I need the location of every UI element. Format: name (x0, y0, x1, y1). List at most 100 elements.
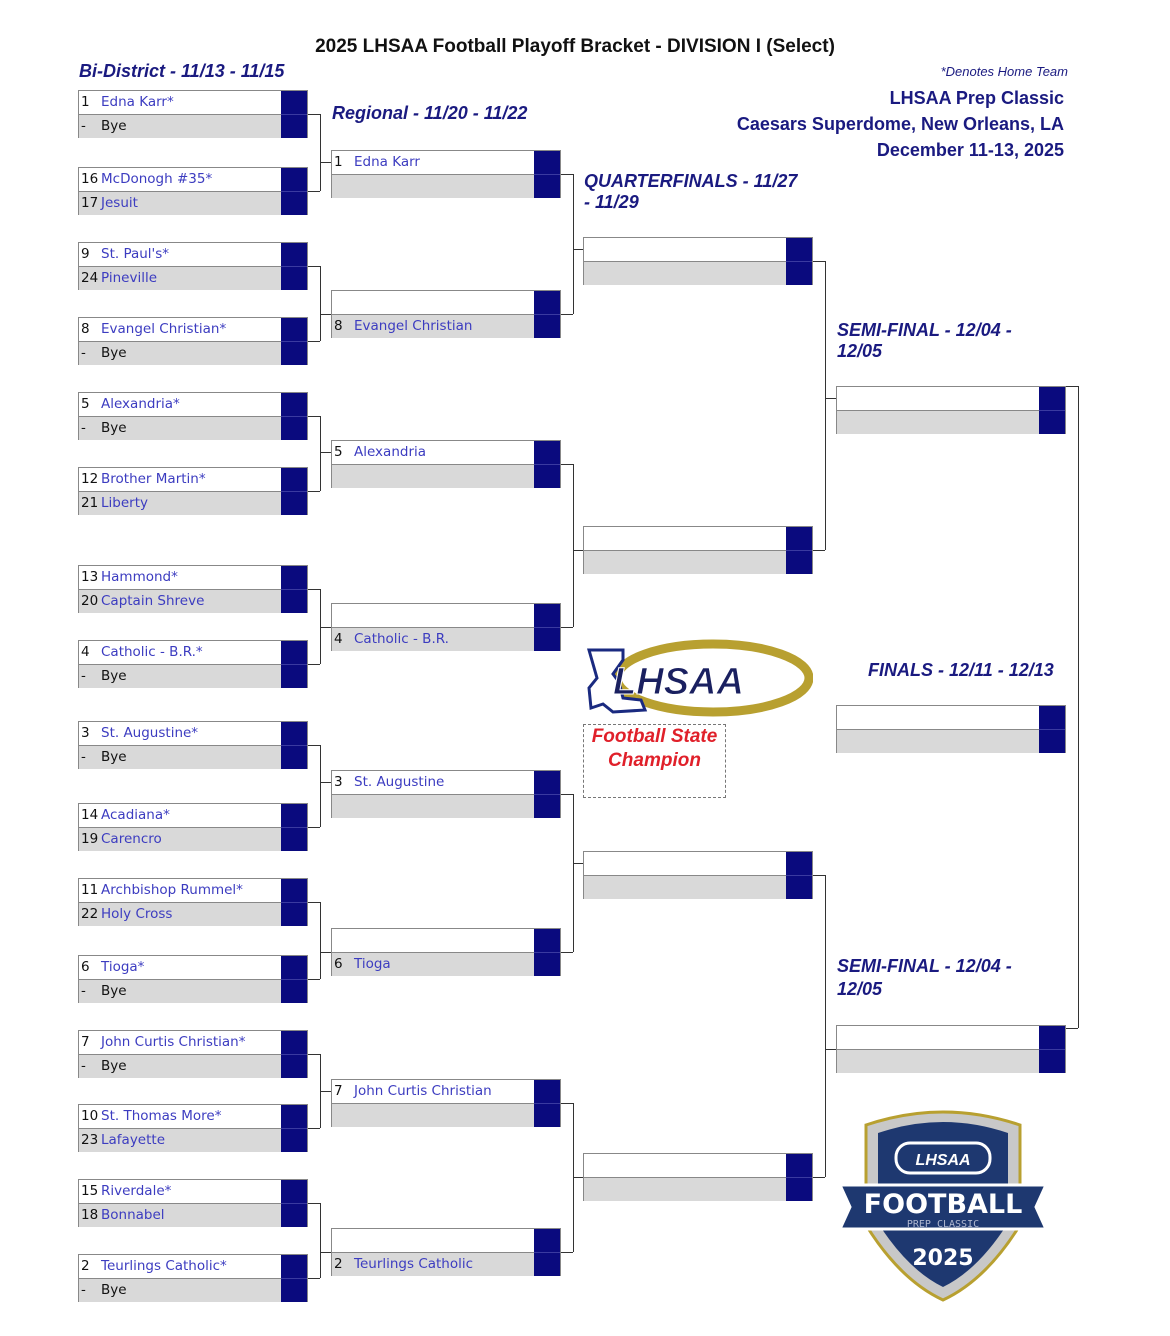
score-box[interactable] (281, 566, 307, 590)
team-slot[interactable] (332, 465, 535, 488)
team-slot[interactable]: -Bye (79, 115, 282, 138)
team-slot[interactable]: -Bye (79, 1279, 282, 1302)
score-box[interactable] (281, 1180, 307, 1204)
score-box[interactable] (281, 804, 307, 828)
score-box[interactable] (281, 1055, 307, 1078)
score-box[interactable] (534, 771, 560, 795)
team-slot[interactable]: -Bye (79, 980, 282, 1003)
score-box[interactable] (281, 641, 307, 665)
team-slot[interactable] (584, 1178, 787, 1201)
score-box[interactable] (1039, 387, 1065, 411)
team-slot[interactable] (332, 291, 535, 315)
score-box[interactable] (281, 956, 307, 980)
score-box[interactable] (281, 91, 307, 115)
team-slot[interactable] (332, 929, 535, 953)
score-box[interactable] (281, 1204, 307, 1227)
score-box[interactable] (281, 722, 307, 746)
team-slot[interactable] (332, 604, 535, 628)
score-box[interactable] (281, 267, 307, 290)
score-box[interactable] (281, 492, 307, 515)
team-slot[interactable] (332, 175, 535, 198)
score-box[interactable] (281, 1031, 307, 1055)
score-box[interactable] (281, 746, 307, 769)
team-slot[interactable] (584, 876, 787, 899)
team-slot[interactable] (837, 1026, 1040, 1050)
score-box[interactable] (281, 168, 307, 192)
score-box[interactable] (281, 417, 307, 440)
team-slot[interactable] (837, 730, 1040, 753)
score-box[interactable] (281, 665, 307, 688)
score-box[interactable] (281, 1255, 307, 1279)
team-slot[interactable]: -Bye (79, 665, 282, 688)
team-slot[interactable] (584, 1154, 787, 1178)
score-box[interactable] (786, 876, 812, 899)
team-slot[interactable] (584, 852, 787, 876)
score-box[interactable] (534, 1229, 560, 1253)
team-slot[interactable] (332, 1229, 535, 1253)
score-box[interactable] (281, 243, 307, 267)
score-box[interactable] (1039, 411, 1065, 434)
score-box[interactable] (281, 393, 307, 417)
score-box[interactable] (281, 980, 307, 1003)
score-box[interactable] (281, 468, 307, 492)
score-box[interactable] (786, 238, 812, 262)
score-box[interactable] (786, 852, 812, 876)
score-box[interactable] (281, 1105, 307, 1129)
score-box[interactable] (281, 192, 307, 215)
team-slot[interactable]: -Bye (79, 417, 282, 440)
team-slot[interactable] (837, 387, 1040, 411)
score-box[interactable] (786, 527, 812, 551)
score-box[interactable] (534, 628, 560, 651)
score-box[interactable] (1039, 1026, 1065, 1050)
score-box[interactable] (534, 315, 560, 338)
score-box[interactable] (534, 1080, 560, 1104)
score-box[interactable] (534, 465, 560, 488)
score-box[interactable] (534, 1104, 560, 1127)
score-box[interactable] (786, 1154, 812, 1178)
score-box[interactable] (1039, 1050, 1065, 1073)
score-box[interactable] (281, 342, 307, 365)
score-box[interactable] (281, 115, 307, 138)
score-box[interactable] (281, 903, 307, 926)
score-box[interactable] (534, 291, 560, 315)
score-box[interactable] (534, 175, 560, 198)
team-slot[interactable] (837, 411, 1040, 434)
team-slot[interactable] (584, 527, 787, 551)
score-box[interactable] (281, 879, 307, 903)
score-box[interactable] (786, 551, 812, 574)
score-box[interactable] (534, 1253, 560, 1276)
score-box[interactable] (534, 441, 560, 465)
score-box[interactable] (534, 953, 560, 976)
score-box[interactable] (281, 318, 307, 342)
score-box[interactable] (281, 1129, 307, 1152)
team-slot[interactable]: -Bye (79, 1055, 282, 1078)
team-slot[interactable] (837, 706, 1040, 730)
